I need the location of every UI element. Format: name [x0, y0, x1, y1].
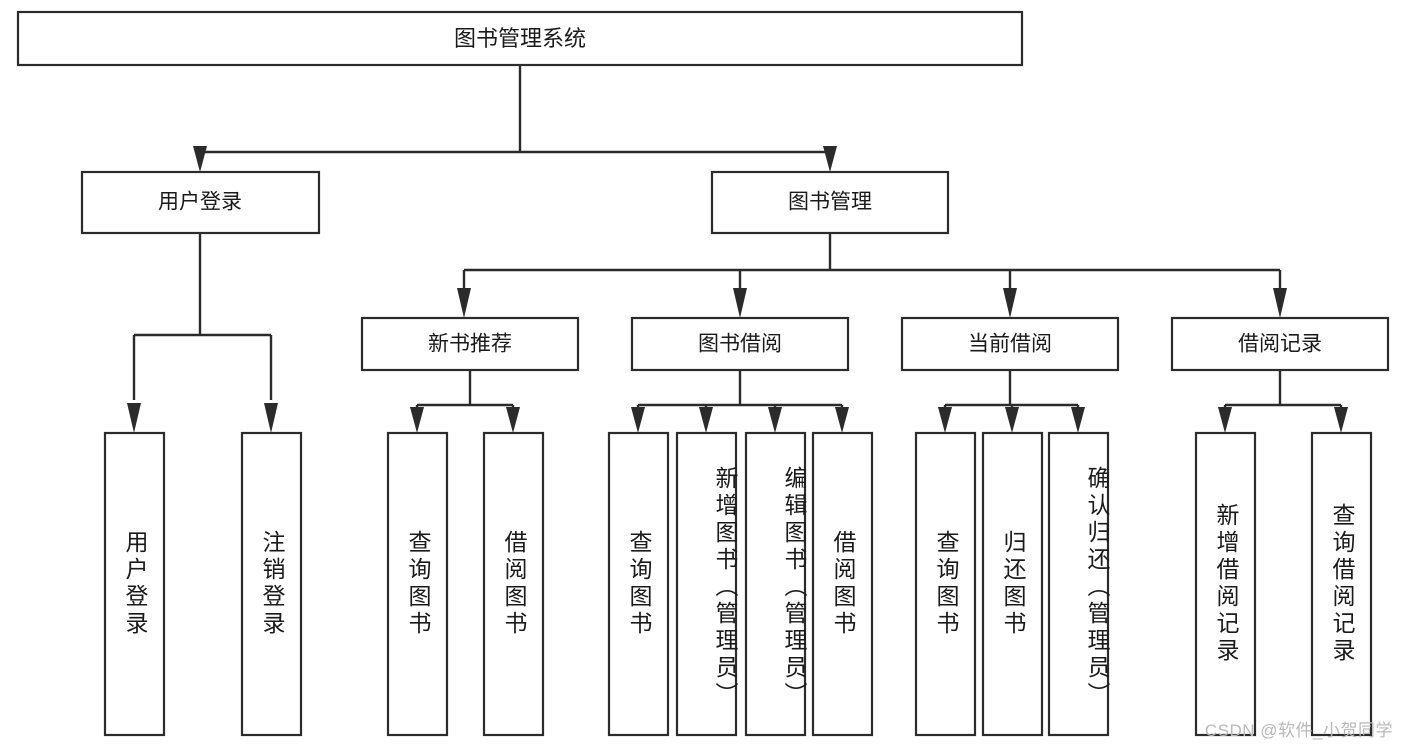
leaf-box-borrow-book-2[interactable]	[811, 431, 874, 737]
arrow-to-leaf-query-book-1	[410, 407, 424, 433]
node-book-management[interactable]: 图书管理	[710, 170, 950, 235]
leaf-box-add-record[interactable]	[1194, 431, 1257, 737]
arrow-to-new-book	[457, 288, 471, 318]
leaf-box-query-book-1[interactable]	[386, 431, 449, 737]
arrow-to-leaf-confirm-return	[1071, 407, 1085, 433]
arrow-to-leaf-return-book	[1005, 407, 1019, 433]
arrow-to-book-borrow	[733, 288, 747, 318]
node-book-management-box[interactable]	[710, 170, 950, 235]
leaf-box-return-book[interactable]	[981, 431, 1044, 737]
leaf-box-edit-book[interactable]	[744, 431, 807, 737]
arrow-to-book-mgmt	[823, 146, 837, 172]
node-new-book-recommend-box[interactable]	[360, 316, 580, 372]
node-root-system-box[interactable]	[16, 10, 1024, 67]
arrow-to-leaf-edit-book	[768, 407, 782, 433]
connector-group-book-borrow	[631, 370, 849, 433]
arrow-to-leaf-query-book-2	[631, 407, 645, 433]
node-root-system-label: 图书管理系统	[454, 26, 586, 51]
node-new-book-recommend[interactable]: 新书推荐	[360, 316, 580, 372]
connector-group-root	[193, 65, 837, 172]
arrow-to-leaf-borrow-book-1	[506, 407, 520, 433]
arrow-to-user-login	[193, 146, 207, 172]
node-new-book-recommend-label: 新书推荐	[428, 333, 512, 356]
watermark-text: CSDN @软件_小贺同学	[1204, 721, 1393, 740]
node-user-login[interactable]: 用户登录	[80, 170, 321, 235]
node-current-borrow-box[interactable]	[900, 316, 1120, 372]
node-borrow-record-box[interactable]	[1170, 316, 1390, 372]
node-book-borrow[interactable]: 图书借阅	[630, 316, 850, 372]
leaf-box-query-record[interactable]	[1310, 431, 1373, 737]
node-user-login-box[interactable]	[80, 170, 321, 235]
connector-group-current-borrow	[938, 370, 1085, 433]
leaf-box-borrow-book-1[interactable]	[482, 431, 545, 737]
arrow-to-leaf-query-record	[1334, 407, 1348, 433]
arrow-to-leaf-add-record	[1218, 407, 1232, 433]
arrow-to-borrow-record	[1273, 288, 1287, 318]
arrow-to-leaf-borrow-book-2	[835, 407, 849, 433]
arrow-to-leaf-logout	[264, 403, 278, 433]
node-root-system[interactable]: 图书管理系统	[16, 10, 1024, 67]
node-user-login-label: 用户登录	[158, 191, 242, 214]
node-book-borrow-box[interactable]	[630, 316, 850, 372]
leaf-box-confirm-return[interactable]	[1047, 431, 1110, 737]
node-borrow-record-label: 借阅记录	[1238, 333, 1322, 356]
leaf-box-logout[interactable]	[240, 431, 303, 737]
connector-group-user-login	[127, 233, 278, 433]
node-book-borrow-label: 图书借阅	[698, 333, 782, 356]
node-book-management-label: 图书管理	[788, 191, 872, 214]
arrow-to-current-borrow	[1003, 288, 1017, 318]
leaf-box-query-book-3[interactable]	[914, 431, 977, 737]
arrow-to-leaf-user-login	[127, 403, 141, 433]
leaf-box-add-book[interactable]	[675, 431, 738, 737]
leaf-box-query-book-2[interactable]	[607, 431, 670, 737]
connector-group-borrow-record	[1218, 370, 1348, 433]
connector-group-book-mgmt	[457, 233, 1287, 318]
arrow-to-leaf-add-book	[699, 407, 713, 433]
connector-group-new-book	[410, 370, 520, 433]
node-borrow-record[interactable]: 借阅记录	[1170, 316, 1390, 372]
node-current-borrow[interactable]: 当前借阅	[900, 316, 1120, 372]
node-current-borrow-label: 当前借阅	[968, 333, 1052, 356]
leaf-box-user-login[interactable]	[103, 431, 166, 737]
arrow-to-leaf-query-book-3	[938, 407, 952, 433]
